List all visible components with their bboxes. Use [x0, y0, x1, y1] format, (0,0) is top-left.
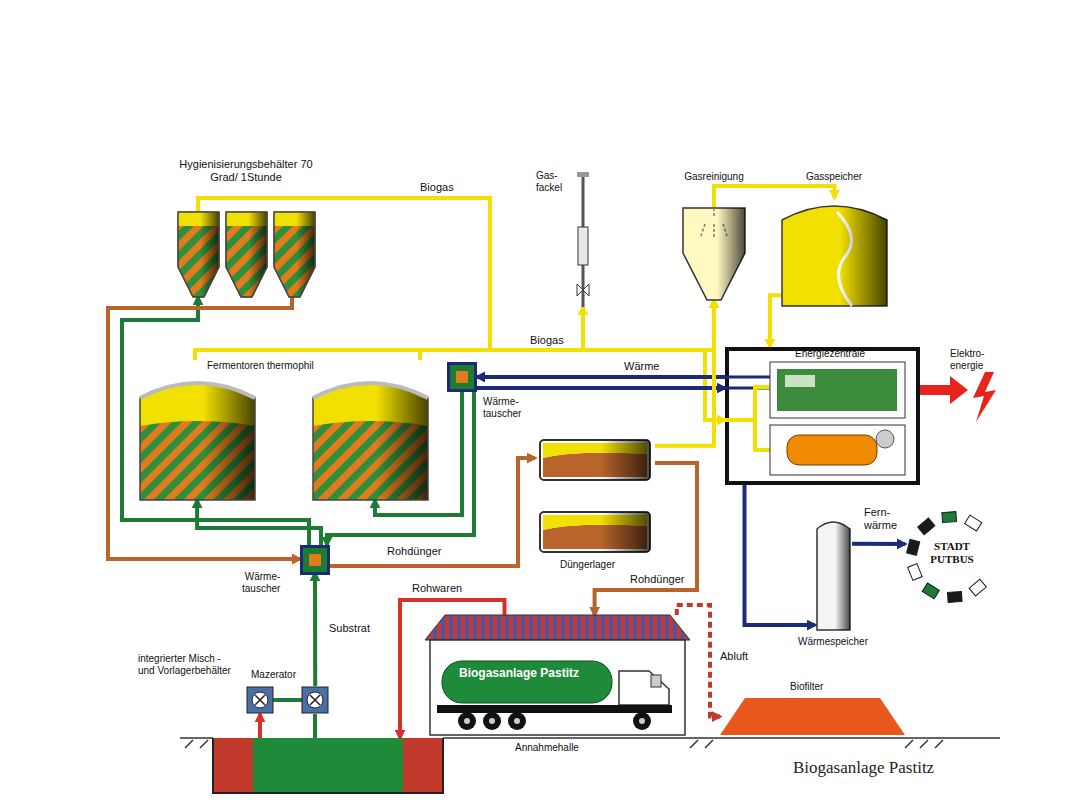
node-label: Wärme- tauscher: [242, 571, 280, 594]
pipe-label: Substrat: [327, 622, 372, 635]
gas-flare: Gas- fackel: [574, 172, 592, 307]
pipe-connector: [258, 714, 262, 738]
node-label: Gasreinigung: [684, 171, 743, 183]
node-label: STADT PUTBUS: [919, 540, 985, 565]
node-label: Biofilter: [790, 681, 823, 693]
pipe-connector: [745, 485, 816, 625]
node-label: Fermentoren thermophil: [207, 360, 314, 372]
gas-flare-shape: [574, 172, 592, 307]
energy-centre: Energiezentrale: [725, 347, 920, 485]
heat-exchanger: Wärme- tauscher: [300, 545, 330, 573]
pipe-connector: [852, 542, 905, 546]
node-label: Mazerator: [251, 669, 296, 681]
node-label: Hygienisierungsbehälter 70 Grad/ 1Stunde: [176, 158, 316, 183]
node-label: Wärme- tauscher: [483, 396, 521, 419]
gas-cleaning-shape: [683, 208, 745, 300]
node-label: Gas- fackel: [536, 170, 562, 193]
pipe-connector: [122, 297, 309, 545]
pipe-label: Wärme: [622, 360, 661, 373]
manure-storage-shape: [535, 440, 655, 555]
pipe-label: Rohdünger: [628, 573, 686, 586]
pipe-connector: [198, 198, 714, 350]
hygienisation-tanks: Hygienisierungsbehälter 70 Grad/ 1Stunde: [178, 212, 315, 297]
thermophilic-fermenters: Fermentoren thermophil: [135, 360, 435, 500]
pipe-connector: [108, 297, 300, 559]
pipe-connector: [313, 573, 317, 686]
gas-storage: Gasspeicher: [782, 198, 887, 306]
electricity-arrow: [920, 376, 968, 404]
pipe-label: Fern- wärme: [862, 506, 899, 531]
pipe-connector: [770, 295, 782, 347]
pipe-connector: [714, 186, 835, 208]
macerator: Mazerator: [243, 686, 338, 714]
pipe-connector: [655, 300, 714, 446]
hygienisation-tanks-shape: [178, 212, 315, 297]
mixing-tank-shape: [213, 738, 443, 793]
biofilter: Biofilter: [720, 698, 905, 735]
reception-hall: AnnahmehalleBiogasanlage Pastitz: [425, 615, 690, 735]
pipe-connector: [477, 375, 725, 379]
pipe-label: Rohwaren: [410, 582, 464, 595]
manure-storage: Düngerlager: [535, 440, 655, 555]
pipe-to-pit: [313, 714, 317, 740]
pipe-label: Rohdünger: [385, 545, 443, 558]
pipe-connector: [197, 500, 321, 545]
heat-exchanger-shape: [300, 545, 330, 573]
biofilter-shape: [720, 698, 905, 735]
pipe-label: Biogas: [418, 181, 456, 194]
energy-centre-shape: [725, 347, 920, 485]
pipe-label: Biogas: [528, 334, 566, 347]
heat-exchanger: Wärme- tauscher: [447, 362, 477, 392]
town-logo: STADT PUTBUS: [905, 510, 1000, 605]
mixing-tank: integrierter Misch - und Vorlagerbehälte…: [213, 738, 443, 793]
thermophilic-fermenters-shape: [135, 360, 435, 500]
lightning-symbol: [973, 372, 996, 422]
pipe-label: Abluft: [718, 650, 750, 663]
gas-cleaning: Gasreinigung: [683, 208, 745, 300]
node-label: Annahmehalle: [515, 742, 579, 754]
macerator-shape: [243, 686, 338, 714]
tanker-truck: Biogasanlage Pastitz: [437, 661, 677, 731]
node-label: Wärmespeicher: [798, 636, 868, 648]
energy-label: Elektro- energie: [950, 348, 984, 371]
caption: Biogasanlage Pastitz: [793, 758, 934, 778]
heat-storage-shape: [815, 515, 852, 630]
node-label: Düngerlager: [560, 559, 615, 571]
pipe-connector: [477, 386, 725, 390]
node-label: Gasspeicher: [806, 171, 862, 183]
gas-storage-shape: [782, 198, 887, 306]
pipe-connector: [420, 307, 583, 360]
node-label: Energiezentrale: [795, 348, 865, 360]
node-label: integrierter Misch - und Vorlagerbehälte…: [138, 653, 238, 676]
heat-storage: Wärmespeicher: [815, 515, 852, 630]
heat-exchanger-shape: [447, 362, 477, 392]
node-label: Biogasanlage Pastitz: [459, 667, 599, 681]
